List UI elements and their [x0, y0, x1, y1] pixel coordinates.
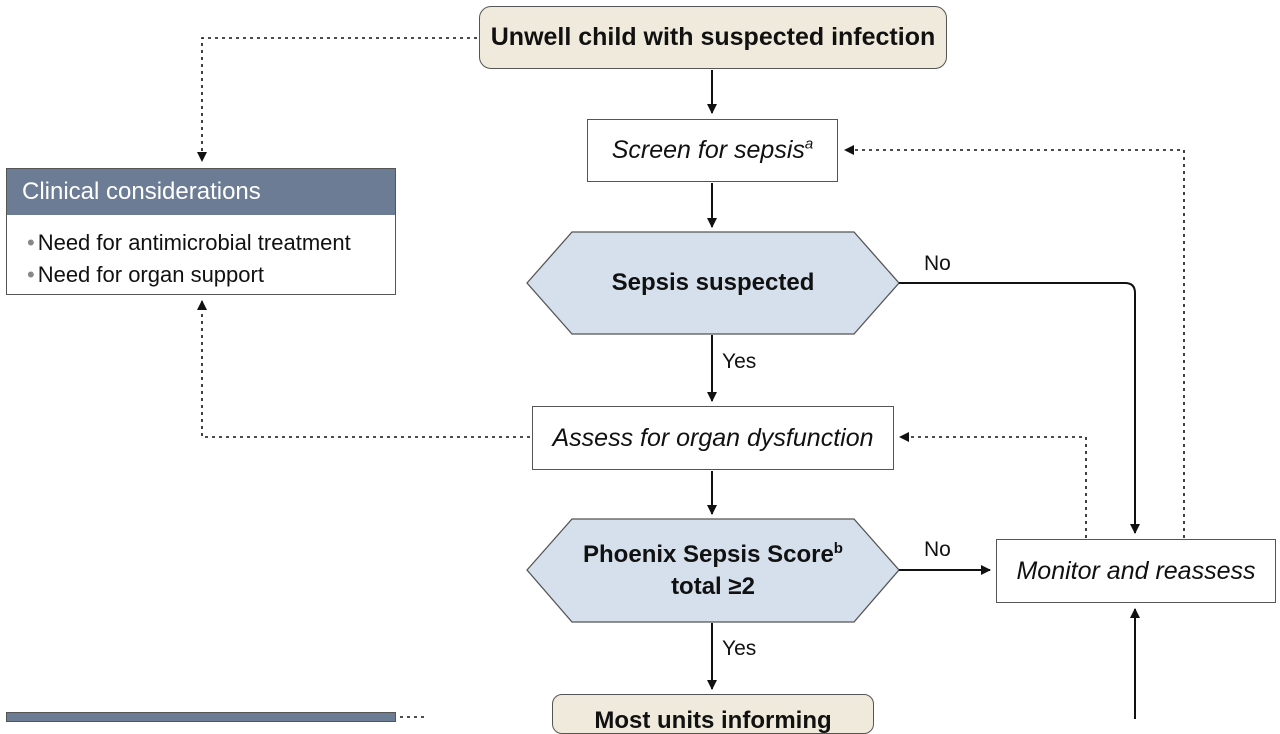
dotted-monitor-to-assess	[899, 432, 1087, 538]
phoenix-score-node: Phoenix Sepsis Scoreb total ≥2	[527, 519, 899, 622]
sepsis-suspected-label: Sepsis suspected	[611, 269, 815, 296]
footnote-a: a	[804, 135, 814, 153]
monitor-node-label: Monitor and reassess	[1016, 556, 1256, 585]
start-node: Unwell child with suspected infection	[479, 6, 947, 69]
list-item: Need for antimicrobial treatment	[27, 227, 395, 259]
phoenix-line1: Phoenix Sepsis Scoreb	[583, 539, 843, 568]
edge-label-no-phoenix: No	[924, 538, 951, 561]
list-item: Need for organ support	[27, 259, 395, 291]
screen-for-sepsis-node: Screen for sepsisa	[587, 119, 838, 182]
edge-label-yes-sepsis: Yes	[722, 350, 757, 373]
assess-node-label: Assess for organ dysfunction	[552, 423, 874, 452]
edge-label-yes-phoenix: Yes	[722, 637, 757, 660]
dotted-start-to-clinical	[197, 37, 477, 162]
bottom-node-label: Most units informing	[594, 707, 832, 734]
start-node-label: Unwell child with suspected infection	[490, 23, 936, 51]
assess-organ-dysfunction-node: Assess for organ dysfunction	[532, 406, 894, 470]
flowchart-connectors	[197, 37, 1185, 719]
clinical-considerations-list: Need for antimicrobial treatment Need fo…	[7, 215, 395, 291]
footnote-b: b	[833, 539, 843, 557]
dotted-assess-to-clinical	[197, 300, 530, 438]
clinical-considerations-panel: Clinical considerations Need for antimic…	[6, 168, 396, 295]
phoenix-line2: total ≥2	[671, 572, 755, 600]
monitor-reassess-node: Monitor and reassess	[996, 539, 1276, 603]
edge-sepsis-no	[899, 282, 1140, 534]
edge-label-no-sepsis: No	[924, 252, 951, 275]
clinical-considerations-header: Clinical considerations	[7, 169, 395, 215]
sepsis-suspected-node: Sepsis suspected	[527, 232, 899, 334]
screen-node-label: Screen for sepsisa	[611, 135, 814, 164]
dotted-monitor-to-screen	[844, 145, 1185, 538]
bottom-node-partial: Most units informing	[552, 694, 874, 734]
bottom-left-panel-partial	[6, 712, 396, 722]
